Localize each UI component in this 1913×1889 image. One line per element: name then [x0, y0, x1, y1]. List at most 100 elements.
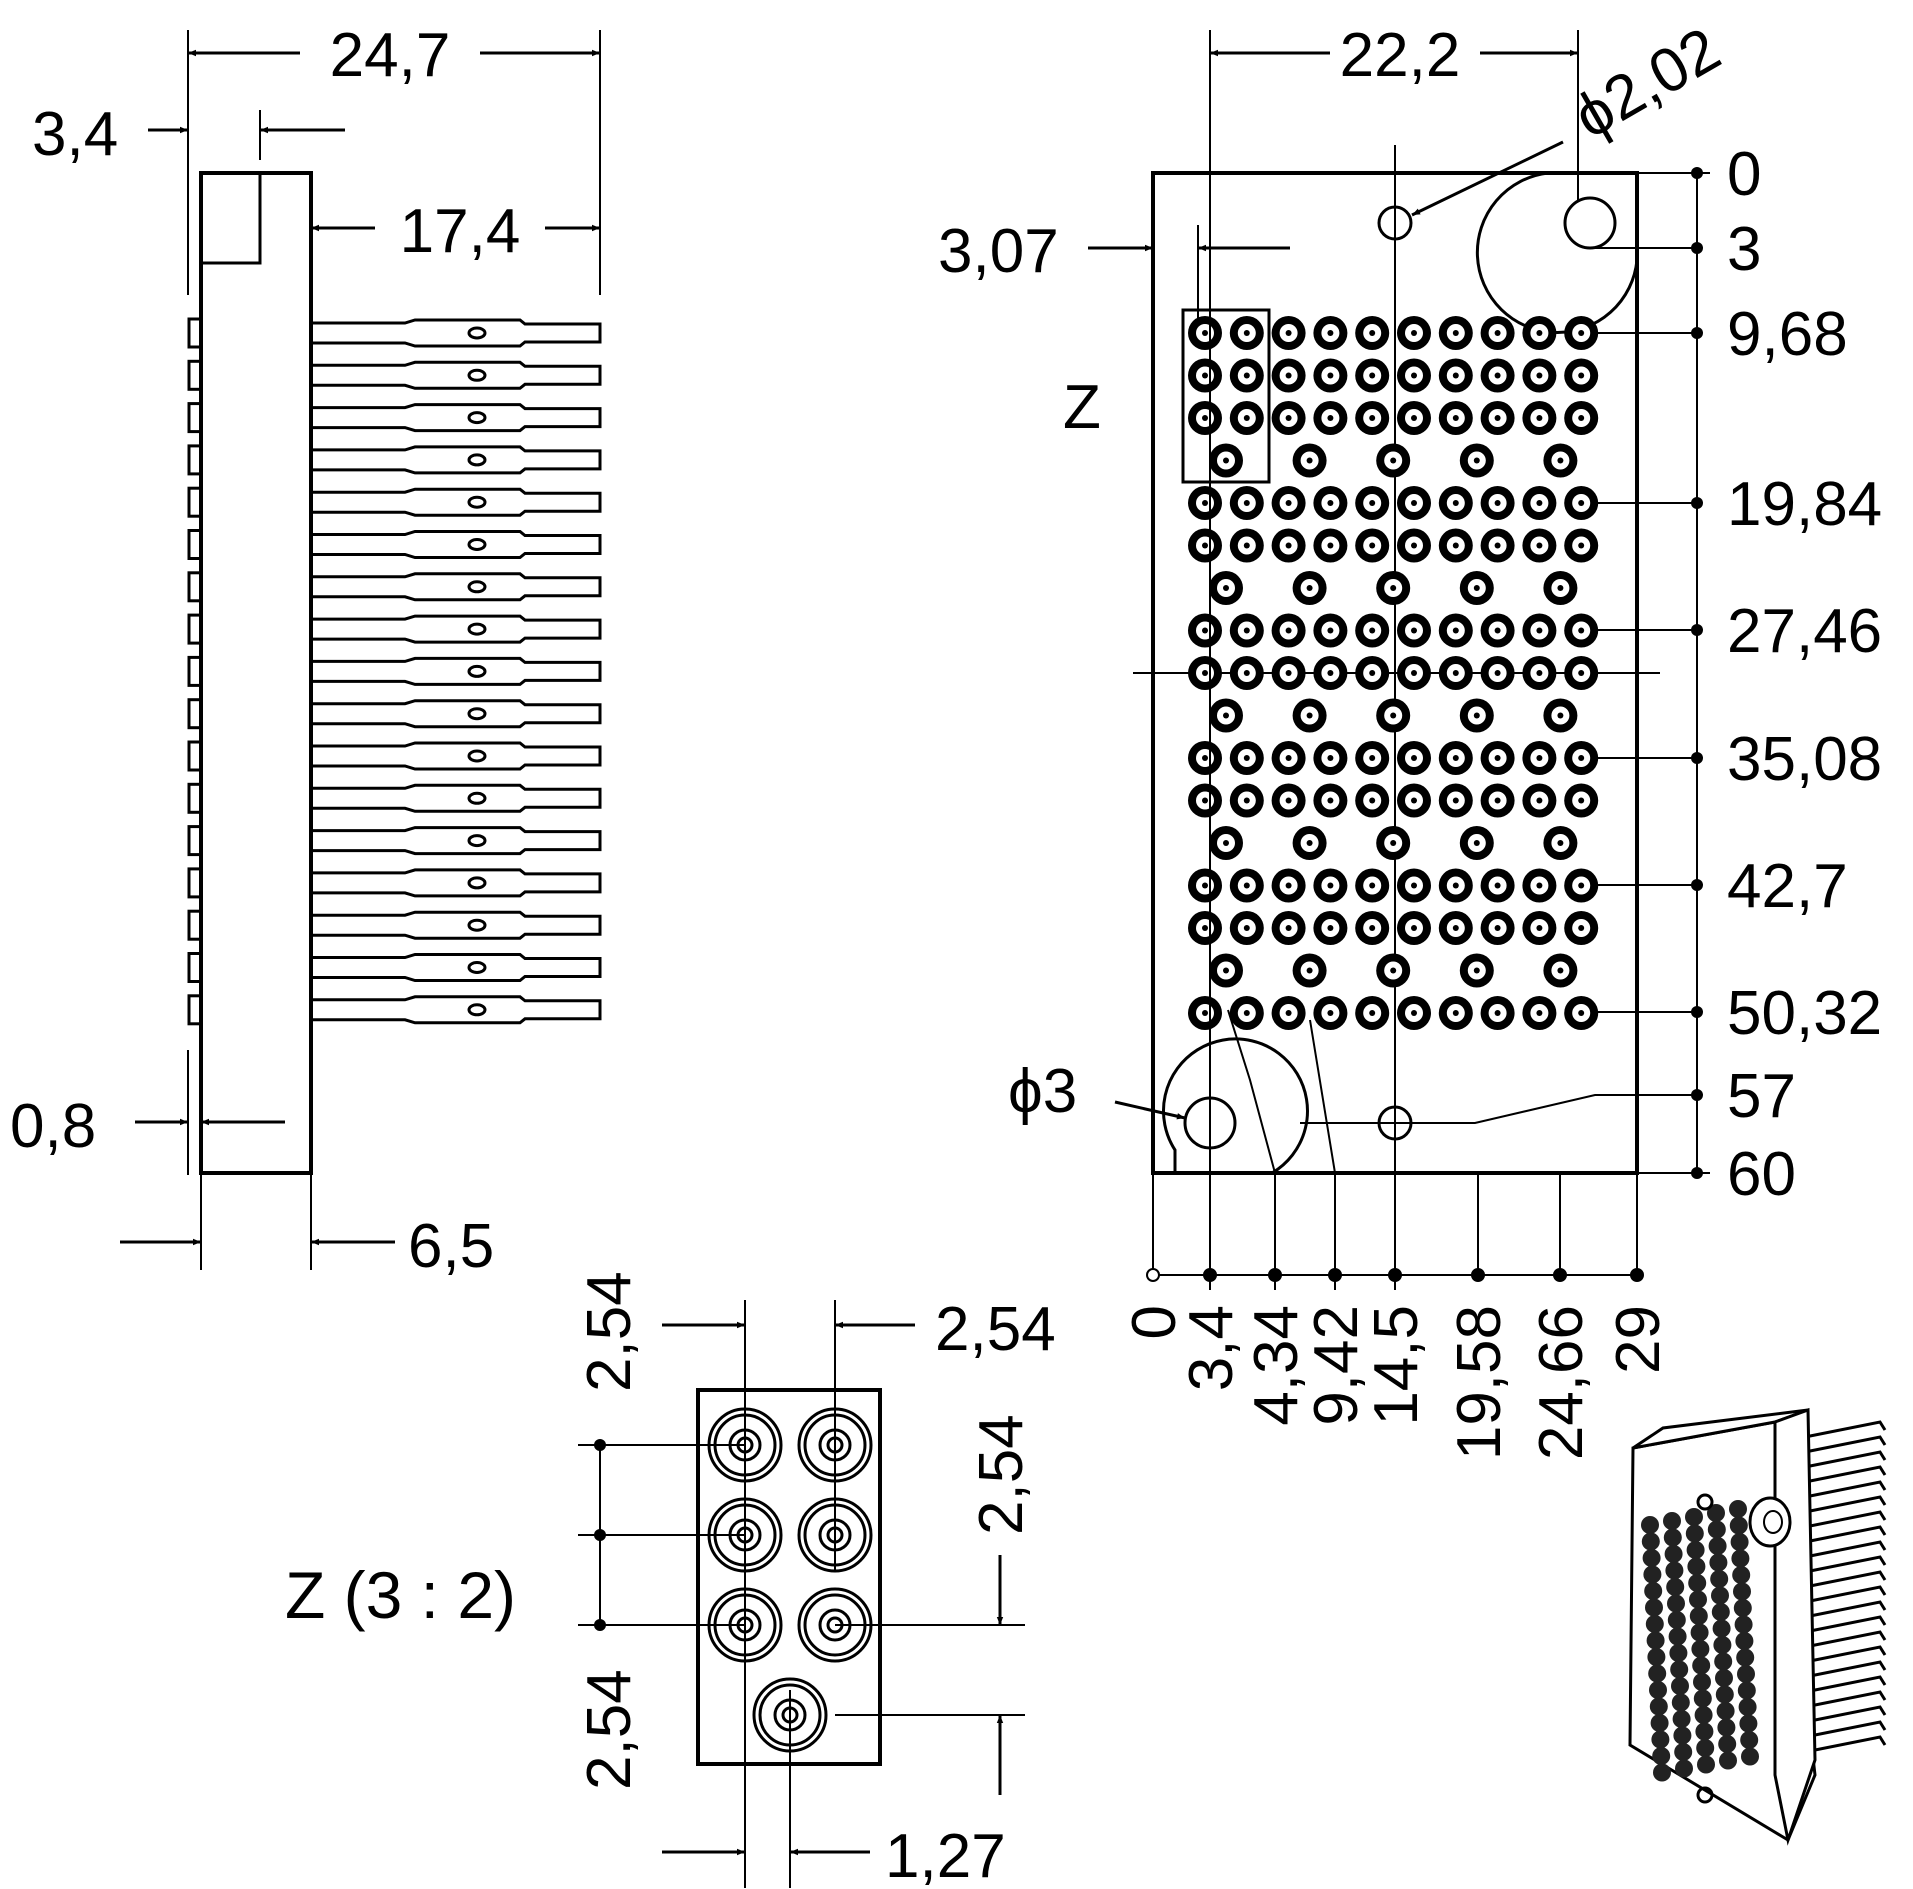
front-pin: [1564, 868, 1599, 903]
front-pin: [1397, 358, 1431, 393]
front-pin: [1271, 868, 1306, 903]
front-pin: [1480, 868, 1515, 903]
detail-z-box: [1181, 308, 1271, 484]
side-edge-tick: [187, 571, 203, 603]
front-pin: [1229, 783, 1264, 818]
front-pin: [1229, 741, 1264, 775]
front-pin: [1480, 528, 1515, 563]
front-pin: [1271, 783, 1306, 818]
dim-detail-pitch-top-right: 2,54: [935, 1295, 1056, 1364]
front-pin: [1292, 953, 1327, 988]
side-edge-tick: [187, 825, 203, 857]
side-pin: [311, 783, 602, 813]
front-pin: [1397, 613, 1431, 648]
front-pin: [1397, 741, 1431, 775]
front-pin: [1292, 443, 1327, 478]
front-pin: [1209, 953, 1243, 988]
bottom-dim-label: 0: [1120, 1305, 1189, 1339]
front-pin: [1229, 528, 1264, 563]
side-pin: [311, 995, 602, 1025]
front-pin: [1209, 571, 1243, 605]
front-pin: [1229, 613, 1264, 648]
front-pin: [1438, 401, 1473, 435]
front-pin: [1564, 783, 1599, 818]
front-pin: [1376, 443, 1411, 478]
front-pin: [1522, 783, 1557, 818]
front-pin: [1229, 316, 1264, 350]
front-pin: [1229, 401, 1264, 435]
front-pin: [1292, 698, 1327, 733]
corner-arc-bottom-visible: [1161, 1037, 1309, 1175]
front-pin: [1271, 911, 1306, 945]
detail-view: 2,54 2,54 2,54 2,54 1,27 Z (3 : 2): [285, 1271, 1056, 1889]
hole-large-top: [1563, 196, 1617, 250]
side-body-outline: [199, 171, 313, 1175]
dim-detail-pitch-left-bottom: 2,54: [575, 1669, 644, 1790]
front-pin: [1564, 613, 1599, 648]
front-pin: [1188, 656, 1222, 690]
dim-front-width: 22,2: [1340, 21, 1461, 90]
front-pin: [1543, 571, 1578, 605]
right-dim-label: 0: [1727, 140, 1761, 209]
front-pin: [1355, 316, 1390, 350]
dim-edge-offset: 3,07: [938, 217, 1059, 286]
side-edge-tick: [187, 867, 203, 899]
front-pin: [1313, 613, 1348, 648]
front-pin: [1522, 656, 1557, 690]
front-pin: [1271, 401, 1306, 435]
front-pin: [1188, 486, 1222, 520]
dim-hole-small: ϕ2,02: [1563, 15, 1732, 152]
front-pin: [1313, 911, 1348, 945]
side-edge-tick: [187, 444, 203, 476]
front-pin: [1271, 613, 1306, 648]
front-pin: [1397, 528, 1431, 563]
front-pin: [1564, 401, 1599, 435]
front-pin: [1188, 741, 1222, 775]
front-pin: [1480, 741, 1515, 775]
front-pin: [1480, 656, 1515, 690]
side-edge-tick: [187, 613, 203, 645]
front-pin: [1229, 656, 1264, 690]
front-pin: [1188, 613, 1222, 648]
side-pin: [311, 953, 602, 982]
front-pin: [1564, 996, 1599, 1030]
front-pin: [1564, 358, 1599, 393]
front-pin: [1188, 528, 1222, 563]
side-pin: [311, 360, 602, 390]
side-pin: [311, 826, 602, 856]
side-edge-ticks: [187, 317, 203, 1026]
front-pin: [1397, 401, 1431, 435]
side-pin: [311, 614, 602, 644]
front-pin: [1522, 486, 1557, 520]
front-pin: [1480, 613, 1515, 648]
front-pin: [1376, 953, 1411, 988]
front-pin: [1480, 996, 1515, 1030]
front-pin: [1543, 698, 1578, 733]
dim-detail-offset: 1,27: [885, 1822, 1006, 1889]
front-pin: [1209, 698, 1243, 733]
side-pins: [311, 318, 602, 1025]
front-pin: [1313, 316, 1348, 350]
front-pin: [1376, 571, 1411, 605]
detail-title: Z (3 : 2): [285, 1558, 516, 1632]
front-pin: [1480, 783, 1515, 818]
front-pin: [1271, 358, 1306, 393]
front-pin: [1438, 656, 1473, 690]
front-pin: [1313, 358, 1348, 393]
bottom-dim-label: 29: [1604, 1305, 1673, 1374]
front-pin: [1397, 486, 1431, 520]
front-pin: [1459, 953, 1494, 988]
front-pin: [1522, 528, 1557, 563]
right-dim-label: 35,08: [1727, 725, 1882, 794]
front-pin: [1313, 528, 1348, 563]
front-pin: [1355, 741, 1390, 775]
side-edge-tick: [187, 359, 203, 391]
front-pin: [1438, 741, 1473, 775]
side-pin: [311, 699, 602, 729]
bottom-dim-label: 19,58: [1445, 1305, 1514, 1460]
front-pin: [1543, 953, 1578, 988]
front-pin: [1480, 316, 1515, 350]
front-pin: [1564, 486, 1599, 520]
front-pin: [1522, 911, 1557, 945]
front-pin: [1397, 783, 1431, 818]
